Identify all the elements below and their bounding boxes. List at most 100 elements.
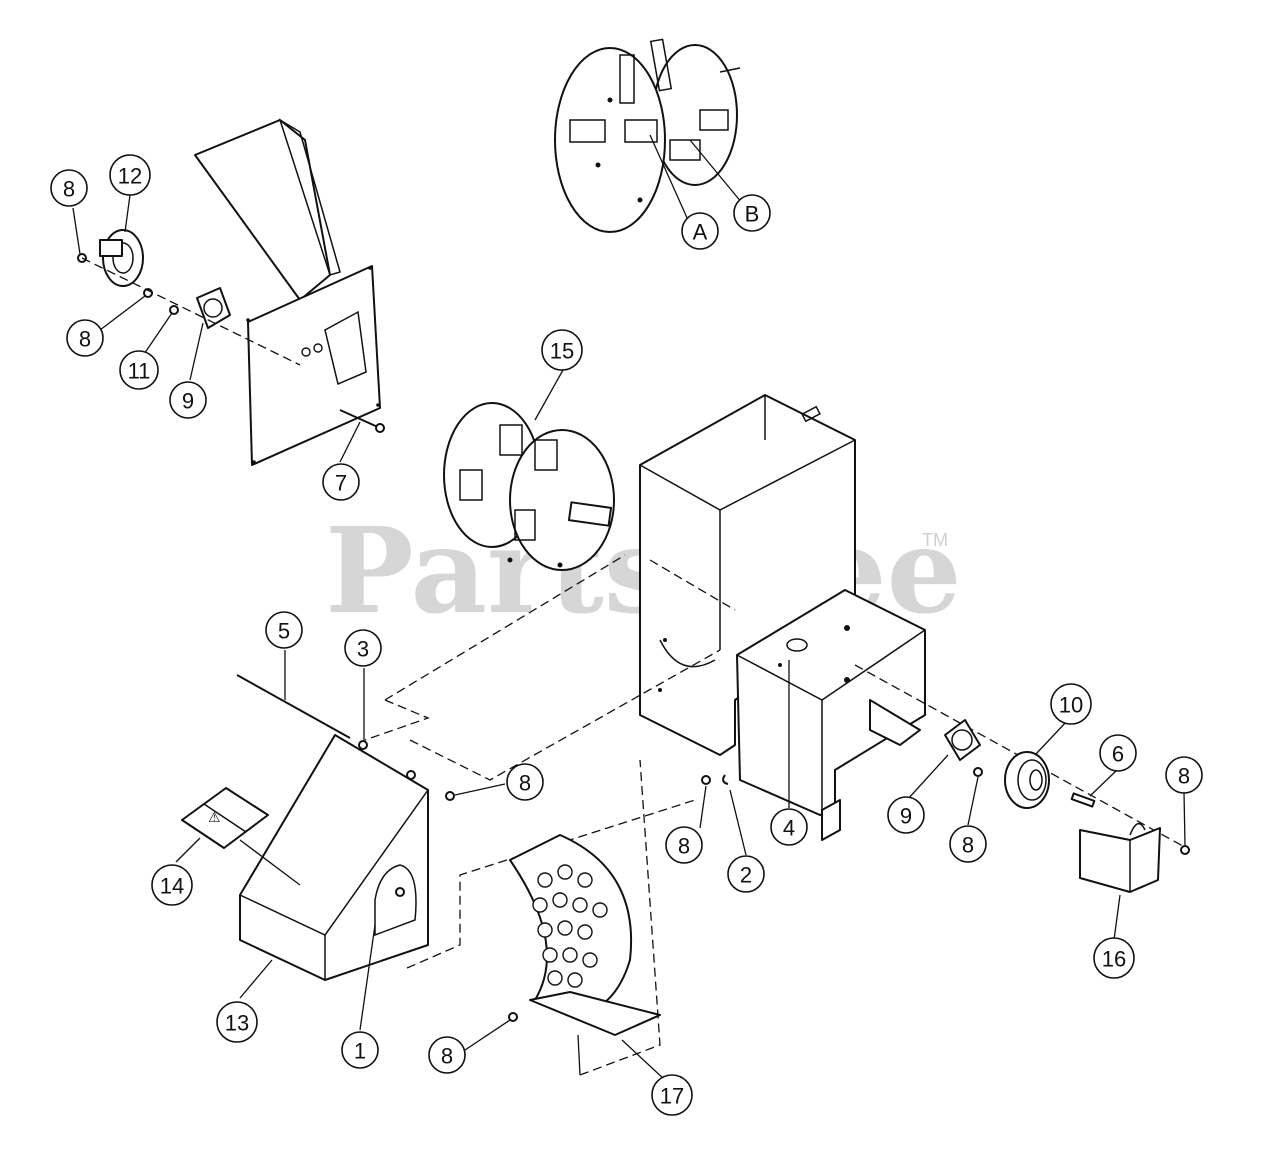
callout-circle (887, 796, 925, 834)
part-12-cap (99, 229, 144, 287)
part-4-bracket (736, 589, 926, 841)
callout-circle (109, 154, 151, 196)
callout-circle (949, 825, 987, 863)
callout-circle (1093, 937, 1135, 979)
part-8-nut-c (445, 791, 455, 801)
callout-circle (651, 1074, 693, 1116)
callout-circle (322, 463, 360, 501)
callout-circle (506, 763, 544, 801)
callout-label: 8 (1178, 764, 1190, 789)
callout-circle (265, 611, 303, 649)
callout-label: 13 (225, 1011, 249, 1036)
callout-circle (1165, 756, 1203, 794)
callout-label: 8 (441, 1044, 453, 1069)
part-10-pulley (1004, 751, 1050, 809)
part-9-bearing-b (944, 719, 981, 761)
callout-8a: 8 (50, 169, 88, 207)
callout-circle (341, 1031, 379, 1069)
callout-circle (727, 855, 765, 893)
callout-label: 4 (783, 816, 795, 841)
svg-text:⚠: ⚠ (208, 809, 221, 825)
feed-chute-plate (194, 118, 381, 466)
callout-4: 4 (770, 808, 808, 846)
callout-8b: 8 (66, 319, 104, 357)
callout-label: 1 (354, 1039, 366, 1064)
callout-label: 10 (1059, 693, 1083, 718)
callouts: 8 12 8 11 9 7 A B 15 5 3 8 14 13 1 8 17 8 2 4 9 8 10 6 8 16 (50, 154, 1203, 1116)
callout-8c: 8 (506, 763, 544, 801)
callout-circle (665, 826, 703, 864)
part-5-rod (236, 674, 351, 739)
callout-9b: 9 (887, 796, 925, 834)
callout-12: 12 (109, 154, 151, 196)
part-2-clip (722, 774, 729, 785)
callout-label: B (745, 202, 760, 227)
callout-circle (428, 1036, 466, 1074)
callout-label: 5 (278, 619, 290, 644)
callout-circle (681, 212, 719, 250)
part-13-discharge-hood (239, 734, 429, 981)
callout-label: 9 (182, 389, 194, 414)
callout-16: 16 (1093, 937, 1135, 979)
callout-8g: 8 (1165, 756, 1203, 794)
callout-label: 2 (740, 863, 752, 888)
callout-circle (169, 381, 207, 419)
callout-label: 11 (128, 359, 151, 384)
callout-circle (50, 169, 88, 207)
part-17-screen (509, 834, 661, 1036)
callout-label: 16 (1102, 947, 1126, 972)
callout-9a: 9 (169, 381, 207, 419)
callout-label: 8 (519, 771, 531, 796)
callout-A: A (681, 212, 719, 250)
callout-circle (733, 194, 771, 232)
callout-1: 1 (341, 1031, 379, 1069)
callout-2: 2 (727, 855, 765, 893)
callout-circle (216, 1001, 258, 1043)
callout-circle (1099, 734, 1137, 772)
callout-label: 8 (79, 327, 91, 352)
callout-6: 6 (1099, 734, 1137, 772)
callout-10: 10 (1050, 683, 1092, 725)
watermark-trademark: TM (922, 530, 948, 550)
callout-label: 3 (357, 637, 369, 662)
callout-B: B (733, 194, 771, 232)
part-3-washer (358, 740, 368, 750)
callout-label: 9 (900, 804, 912, 829)
callout-label: 8 (63, 177, 75, 202)
part-7-bolt (339, 409, 385, 433)
callout-circle (344, 629, 382, 667)
callout-label: 12 (118, 164, 142, 189)
callout-14: 14 (151, 864, 193, 906)
part-6-key (1070, 792, 1096, 808)
rotor-assembly-ab (554, 38, 741, 233)
part-15-rotor (443, 402, 615, 571)
callout-17: 17 (651, 1074, 693, 1116)
callout-13: 13 (216, 1001, 258, 1043)
part-9-bearing-a (196, 287, 231, 329)
part-16-belt-guard (1079, 822, 1161, 893)
callout-11: 11 (119, 350, 159, 390)
callout-label: 6 (1112, 742, 1124, 767)
callout-3: 3 (344, 629, 382, 667)
callout-circle (770, 808, 808, 846)
callout-label: 8 (962, 833, 974, 858)
callout-label: 17 (660, 1084, 684, 1109)
part-8-nut-d (508, 1012, 518, 1022)
callout-circle (119, 350, 159, 390)
callout-label: 14 (160, 874, 184, 899)
callout-circle (1050, 683, 1092, 725)
part-8-nut-g (1180, 845, 1190, 855)
callout-label: 15 (550, 339, 574, 364)
callout-label: 7 (335, 471, 347, 496)
callout-circle (151, 864, 193, 906)
part-8-nut-f (973, 767, 983, 777)
callout-5: 5 (265, 611, 303, 649)
callout-8e: 8 (665, 826, 703, 864)
callout-label: A (693, 220, 708, 245)
callout-label: 8 (678, 834, 690, 859)
callout-circle (66, 319, 104, 357)
part-14-decal: ⚠ (181, 787, 269, 849)
callout-circle (541, 329, 583, 371)
part-8-nut-e (701, 775, 711, 785)
